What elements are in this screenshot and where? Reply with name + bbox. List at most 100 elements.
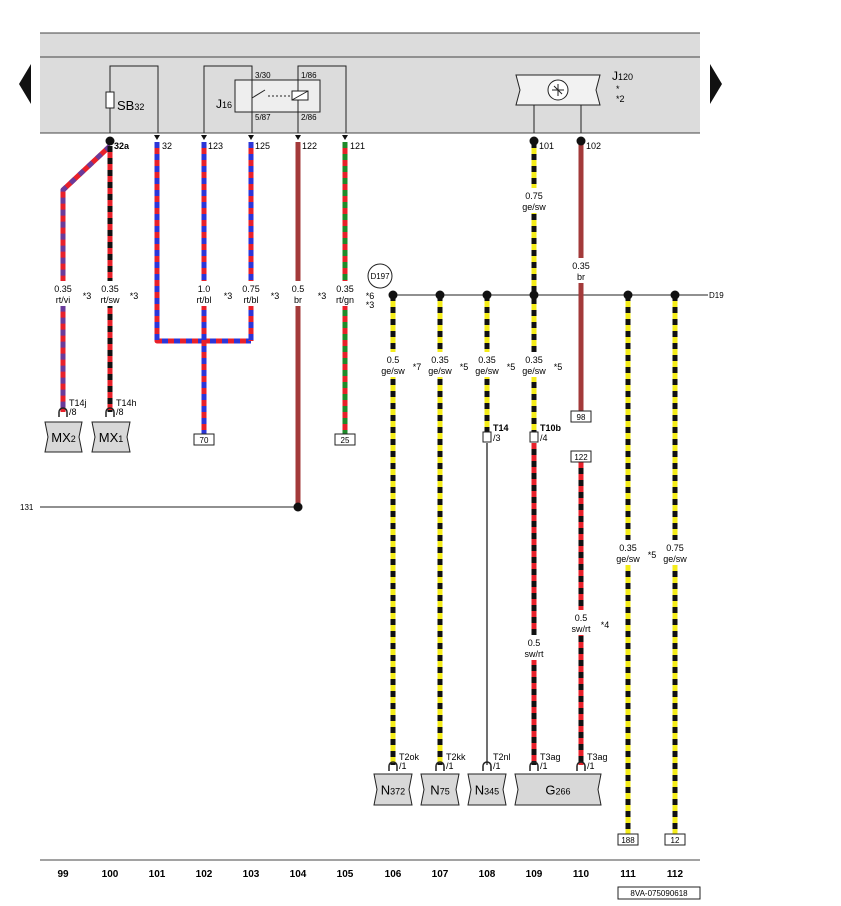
- ref-12: 12: [671, 836, 680, 845]
- left-line-label: 131: [20, 503, 34, 512]
- inline-t14: [482, 431, 492, 443]
- component-n75-label: N75: [430, 783, 449, 798]
- label-105-bg: [330, 281, 360, 306]
- pin-label-32: 32: [162, 141, 172, 151]
- label-103-color: rt/bl: [243, 295, 258, 305]
- label-107-size: 0.35: [431, 355, 449, 365]
- pin-arrow-157: [154, 135, 160, 140]
- component-n345-label: N345: [475, 783, 499, 798]
- pin-label-101: 101: [539, 141, 554, 151]
- svg-text:D197: D197: [370, 272, 390, 281]
- column-number-104: 104: [290, 869, 307, 880]
- top-strip: [40, 33, 700, 57]
- label-110b-color: sw/rt: [572, 624, 591, 634]
- pin-dot-100: [105, 136, 115, 146]
- ref-98-box: [570, 410, 592, 423]
- label-102-bg: [189, 281, 219, 306]
- label-111-color: ge/sw: [616, 554, 640, 564]
- connector-pin-7: /1: [399, 761, 407, 771]
- ground-point: [367, 263, 393, 289]
- column-number-105: 105: [337, 869, 354, 880]
- label-109-bg: [519, 188, 549, 213]
- ref-122-box: [570, 450, 592, 463]
- unit-note-2: *2: [616, 94, 625, 104]
- ref-12-box: [664, 833, 686, 846]
- connector-pin-9: /1: [493, 761, 501, 771]
- inline-t10b-pin: /4: [540, 433, 548, 443]
- pin-arrow-298: [295, 135, 301, 140]
- label-110b-bg: [566, 610, 596, 635]
- label-104-bg: [283, 281, 313, 306]
- label-109c-bg: [519, 635, 549, 660]
- label-112-color: ge/sw: [663, 554, 687, 564]
- connector-t14h-1: [105, 407, 115, 417]
- connector-t14j-0: [58, 407, 68, 417]
- label-99-size: 0.35: [54, 284, 72, 294]
- unit-label: J120: [612, 69, 633, 83]
- pin-arrow-251: [248, 135, 254, 140]
- pin-label-125: 125: [255, 141, 270, 151]
- component-g266-label: G266: [545, 783, 570, 798]
- pin-label-32a: 32a: [114, 141, 130, 151]
- inline-t14-label: T14: [493, 423, 509, 433]
- junction-3: [529, 290, 539, 300]
- junction-5: [670, 290, 680, 300]
- component-panel: [40, 57, 700, 133]
- label-103-bg: [236, 281, 266, 306]
- junction-4: [623, 290, 633, 300]
- junction-1: [435, 290, 445, 300]
- component-mx2-box: [44, 421, 83, 453]
- label-99-color: rt/vi: [56, 295, 71, 305]
- connector-pin-10: /1: [540, 761, 548, 771]
- junction-2: [482, 290, 492, 300]
- label-106-bg: [378, 352, 408, 377]
- note-107: *5: [460, 362, 469, 372]
- label-108-bg: [472, 352, 502, 377]
- connector-t2nl-9: [482, 761, 492, 771]
- ref-188-box: [617, 833, 639, 846]
- label-107-bg: [425, 352, 455, 377]
- wire-101: [154, 142, 251, 344]
- column-number-100: 100: [102, 869, 119, 880]
- ref-25-box: [334, 433, 356, 446]
- label-106-size: 0.5: [387, 355, 400, 365]
- bus-label: D19: [709, 291, 724, 300]
- component-n372-label: N372: [381, 783, 405, 798]
- prev-page-arrow[interactable]: [19, 64, 31, 104]
- relay-label: J16: [216, 97, 232, 111]
- column-number-102: 102: [196, 869, 213, 880]
- connector-label-1: T14h: [116, 398, 137, 408]
- label-105-size: 0.35: [336, 284, 354, 294]
- component-n345-box: [467, 773, 507, 806]
- fuse-sb32: SB32: [105, 65, 159, 133]
- label-110-color: br: [577, 272, 585, 282]
- label-106-color: ge/sw: [381, 366, 405, 376]
- label-109c-size: 0.5: [528, 638, 541, 648]
- next-page-arrow[interactable]: [710, 64, 722, 104]
- pin-dot-109: [529, 136, 539, 146]
- label-100-size: 0.35: [101, 284, 119, 294]
- label-99-bg: [48, 281, 78, 306]
- junction-0: [388, 290, 398, 300]
- label-100-bg: [95, 281, 125, 306]
- connector-label-11: T3ag: [587, 752, 608, 762]
- note-104: *3: [318, 291, 327, 301]
- note-102: *3: [224, 291, 233, 301]
- component-mx2-label: MX2: [51, 430, 76, 445]
- ref-70: 70: [200, 436, 209, 445]
- label-110-size: 0.35: [572, 261, 590, 271]
- label-112-bg: [660, 540, 690, 565]
- label-100-color: rt/sw: [101, 295, 120, 305]
- ref-188: 188: [621, 836, 635, 845]
- ref-70-box: [193, 433, 215, 446]
- label-104-size: 0.5: [292, 284, 305, 294]
- pin-arrow-345: [342, 135, 348, 140]
- note-109: *5: [554, 362, 563, 372]
- inline-t10b-label: T10b: [540, 423, 562, 433]
- connector-label-8: T2kk: [446, 752, 466, 762]
- component-n372-box: [373, 773, 413, 806]
- connector-t2ok-7: [388, 761, 398, 771]
- relay-pin-587: 5/87: [255, 113, 271, 122]
- label-110-bg: [566, 258, 596, 283]
